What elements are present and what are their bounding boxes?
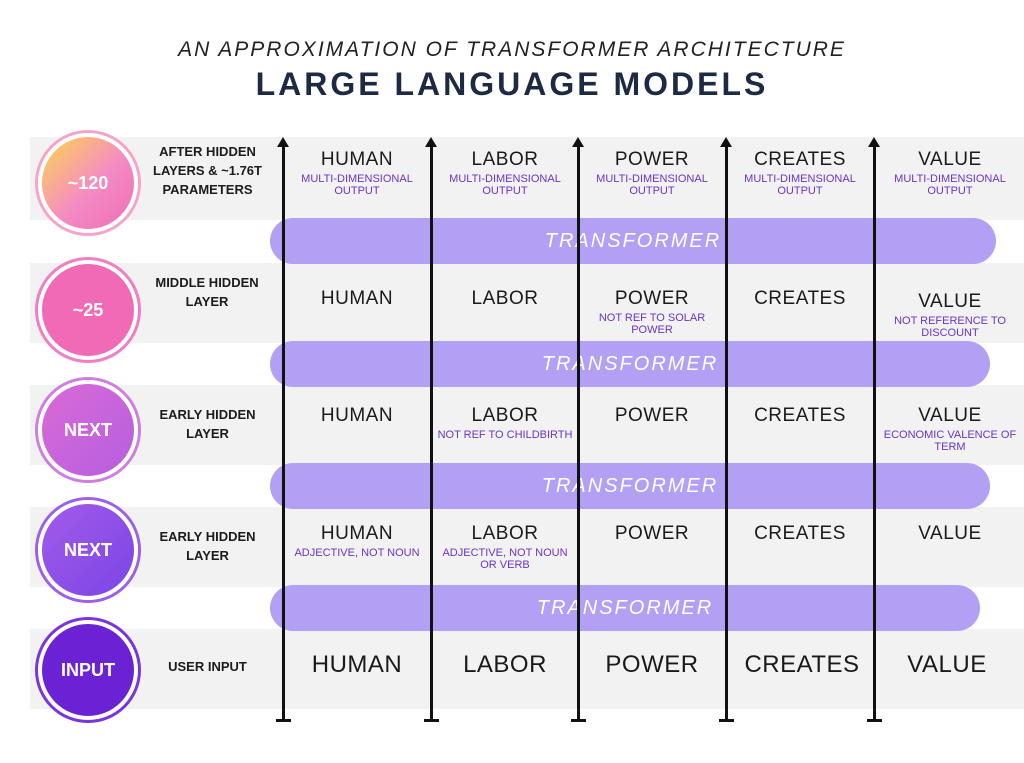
token-cell-value: VALUE — [907, 651, 987, 678]
transformer-bar-2: TRANSFORMER — [270, 341, 990, 387]
page-title: LARGE LANGUAGE MODELS — [255, 66, 769, 102]
token-cell-human: HUMAN — [311, 651, 403, 678]
row-label-input: USER INPUT — [168, 659, 247, 674]
row-label-early-1: EARLY HIDDEN LAYER — [159, 407, 256, 441]
subtitle: AN APPROXIMATION OF TRANSFORMER ARCHITEC… — [178, 38, 846, 61]
token-cell-power: POWER — [614, 405, 690, 426]
layer-badge-next-1: NEXT — [38, 380, 138, 480]
token-cell-human: HUMAN — [320, 288, 394, 309]
row-label-early-2: EARLY HIDDEN LAYER — [159, 529, 256, 563]
layer-badge-next-2: NEXT — [38, 500, 138, 600]
transformer-bar-4: TRANSFORMER — [270, 585, 980, 631]
column-arrow-3 — [571, 137, 586, 722]
row-label-middle: MIDDLE HIDDEN LAYER — [155, 275, 259, 309]
transformer-bar-3: TRANSFORMER — [270, 463, 990, 509]
token-cell-labor: LABOR — [471, 288, 539, 309]
column-arrow-4 — [719, 137, 734, 722]
token-cell-creates: CREATES — [754, 288, 846, 309]
layer-band-top — [30, 137, 1024, 220]
token-cell-creates: CREATES — [754, 523, 846, 544]
token-cell-creates: CREATES — [744, 651, 860, 678]
transformer-bar-1: TRANSFORMER — [270, 218, 996, 264]
token-cell-labor: LABOR — [463, 651, 547, 678]
row-label-output: AFTER HIDDEN LAYERS & ~1.76T PARAMETERS — [153, 144, 262, 197]
column-arrow-5 — [867, 137, 882, 722]
token-cell-power: POWER — [614, 523, 690, 544]
token-cell-human: HUMAN — [320, 405, 394, 426]
column-arrow-2 — [424, 137, 439, 722]
layer-band-input — [30, 629, 1024, 709]
layer-band-early-2 — [30, 507, 1024, 587]
layer-band-middle — [30, 263, 1024, 343]
column-arrow-1 — [276, 137, 291, 722]
layer-badge-25: ~25 — [38, 260, 138, 360]
layer-badge-120: ~120 — [38, 133, 138, 233]
token-cell-value: VALUE — [918, 523, 982, 544]
layer-band-early-1 — [30, 385, 1024, 465]
token-cell-power: POWER — [605, 651, 699, 678]
token-cell-creates: CREATES — [754, 405, 846, 426]
layer-badge-input: INPUT — [38, 620, 138, 720]
